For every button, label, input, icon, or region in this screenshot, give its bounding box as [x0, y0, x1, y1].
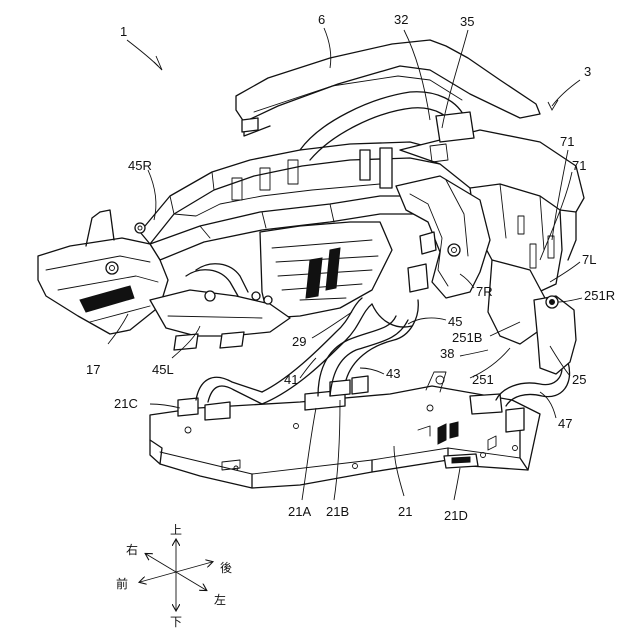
direction-down: 下 — [170, 615, 182, 629]
label-3: 3 — [584, 64, 591, 79]
label-71-lower: 71 — [572, 158, 586, 173]
circuit-board-21 — [150, 372, 540, 488]
label-45L: 45L — [152, 362, 174, 377]
label-21A: 21A — [288, 504, 311, 519]
label-251: 251 — [472, 372, 494, 387]
label-35: 35 — [460, 14, 474, 29]
label-6: 6 — [318, 12, 325, 27]
label-21B: 21B — [326, 504, 349, 519]
arrow-front — [140, 572, 176, 582]
direction-right: 右 — [126, 542, 138, 557]
label-21D: 21D — [444, 508, 468, 523]
direction-rear: 後 — [220, 561, 232, 575]
direction-front: 前 — [116, 576, 128, 591]
direction-up: 上 — [170, 523, 182, 537]
label-251R: 251R — [584, 288, 615, 303]
label-7L: 7L — [582, 252, 596, 267]
direction-left: 左 — [214, 592, 226, 607]
label-47: 47 — [558, 416, 572, 431]
main-frame — [38, 40, 584, 374]
label-21C: 21C — [114, 396, 138, 411]
label-45R: 45R — [128, 158, 152, 173]
label-41: 41 — [284, 372, 298, 387]
arrow-left — [176, 572, 206, 590]
label-21: 21 — [398, 504, 412, 519]
label-45: 45 — [448, 314, 462, 329]
label-29: 29 — [292, 334, 306, 349]
label-38: 38 — [440, 346, 454, 361]
label-43: 43 — [386, 366, 400, 381]
arrow-right — [146, 554, 176, 572]
arrow-rear — [176, 562, 212, 572]
label-17: 17 — [86, 362, 100, 377]
label-251B: 251B — [452, 330, 482, 345]
label-32: 32 — [394, 12, 408, 27]
label-1: 1 — [120, 24, 127, 39]
direction-compass: 上 下 右 左 前 後 — [116, 523, 232, 629]
label-25: 25 — [572, 372, 586, 387]
label-71-upper: 71 — [560, 134, 574, 149]
label-7R: 7R — [476, 284, 493, 299]
